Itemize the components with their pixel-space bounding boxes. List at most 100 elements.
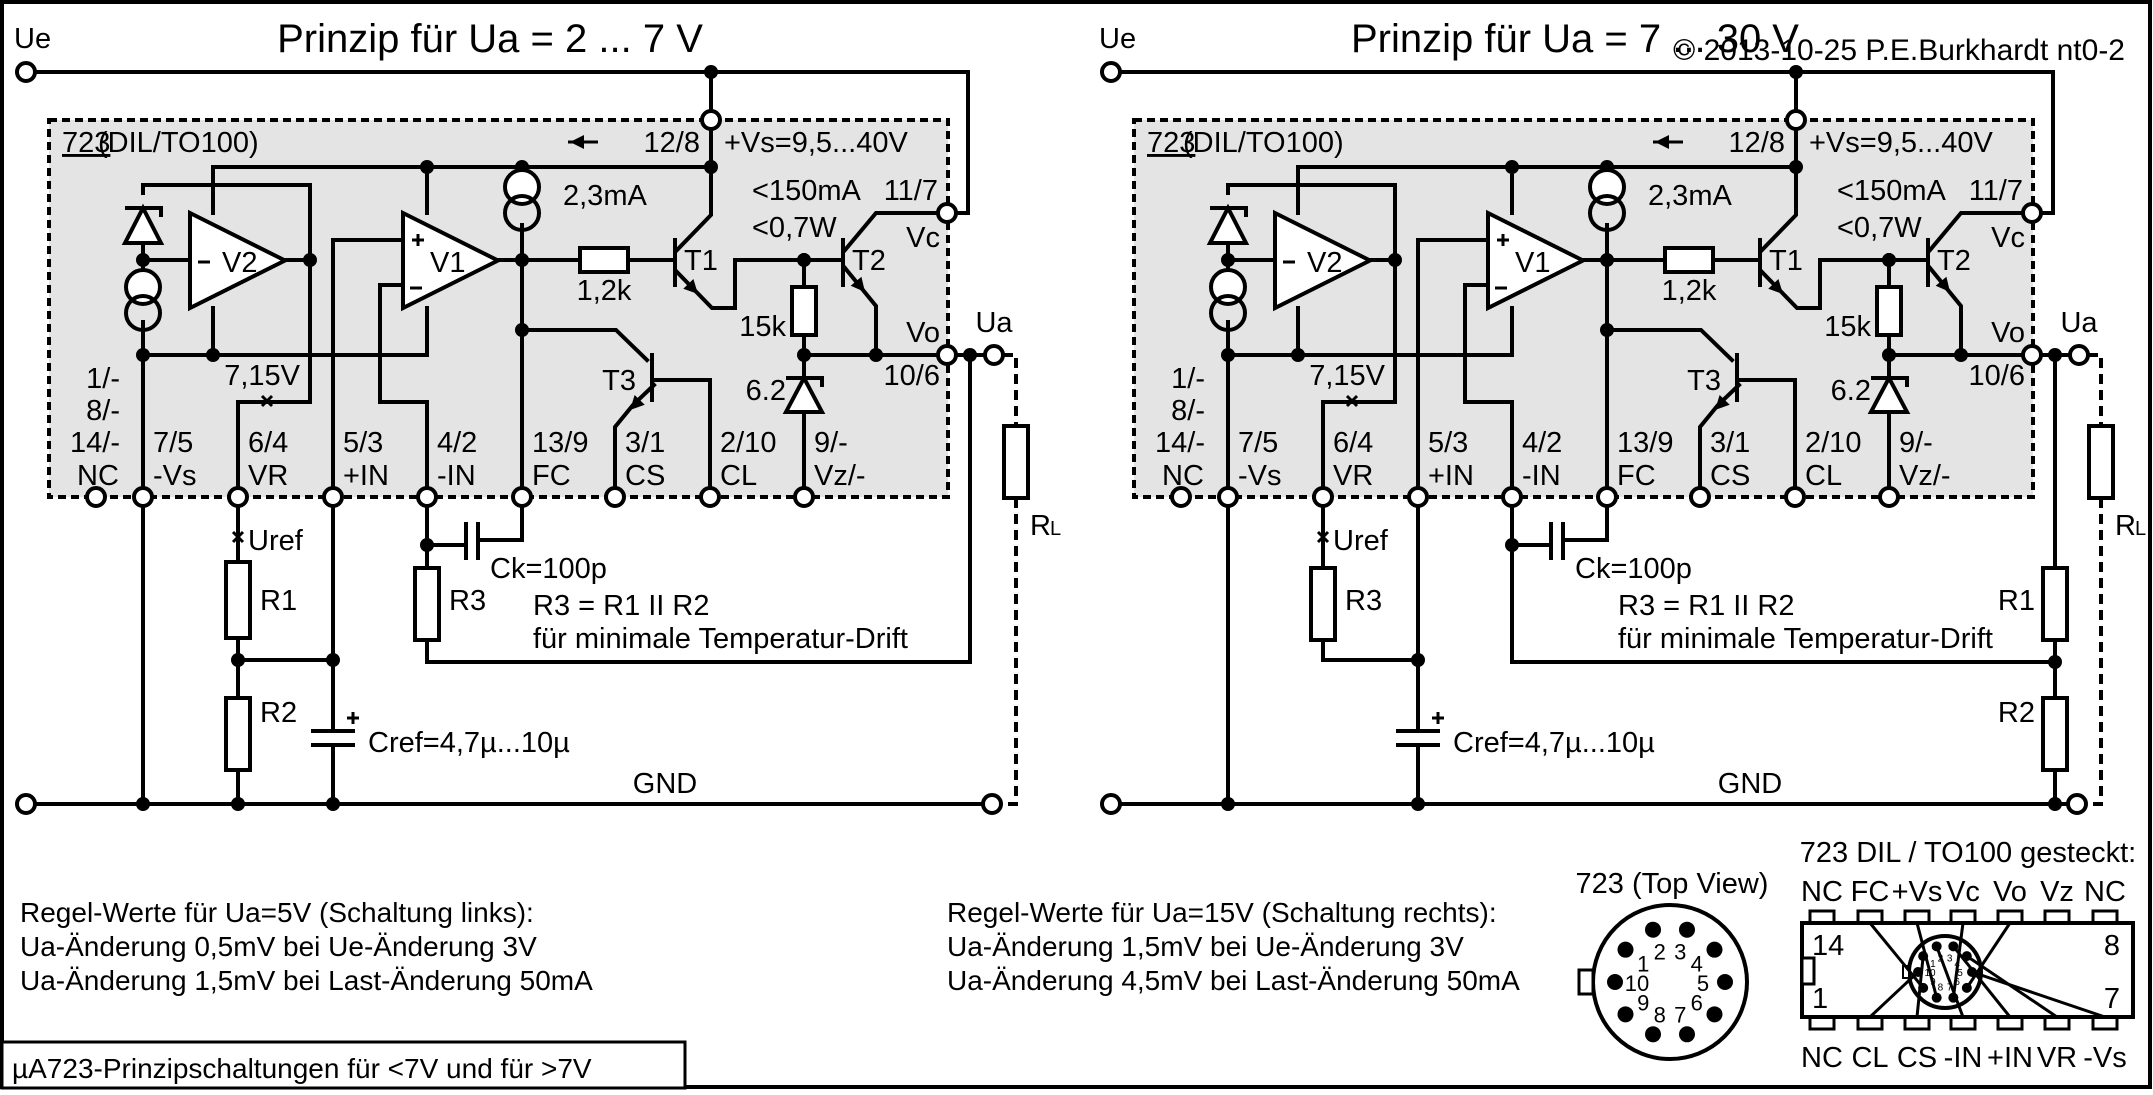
pin-name: +IN	[1428, 460, 1474, 492]
pin-name: CS	[625, 460, 665, 492]
pin-number: 9/-	[814, 427, 848, 459]
pin-supply-vs	[1785, 109, 1807, 131]
cref-label: Cref=4,7µ...10µ	[368, 727, 570, 759]
pin-cs	[1689, 486, 1711, 508]
pin-number: 3/1	[1710, 427, 1750, 459]
nc-pin-number: 8/-	[86, 395, 120, 427]
zener-bar	[1210, 206, 1248, 217]
t1-emitter-arrow-icon	[683, 279, 698, 294]
pin-number: 9/-	[1899, 427, 1933, 459]
t3-emitter-cs	[613, 382, 657, 490]
gnd-terminal-right	[981, 793, 1003, 815]
pin-number: 3/1	[625, 427, 665, 459]
circuit-title: Prinzip für Ua = 2 ... 7 V	[277, 17, 703, 61]
supply-voltage-label: +Vs=9,5...40V	[724, 127, 908, 159]
to100-pin-number: 9	[1637, 990, 1649, 1015]
pin-number: 13/9	[532, 427, 588, 459]
pin-vz	[1878, 486, 1900, 508]
plus-sign-icon	[412, 234, 424, 246]
pin-fc	[1596, 486, 1618, 508]
r2-label: R2	[1998, 697, 2035, 729]
uref-label: Uref	[1333, 525, 1389, 557]
to100-tab	[1577, 968, 1595, 996]
zener-bar	[786, 376, 824, 387]
dil-title: 723 DIL / TO100 gesteckt:	[1800, 837, 2136, 869]
r3-equation: R3 = R1 II R2	[533, 590, 710, 622]
current-source-ring	[1209, 268, 1247, 306]
vref-wire	[1226, 183, 1397, 490]
t3-collector-cl	[652, 378, 712, 490]
dil-top-pin-label: +Vs	[1892, 876, 1943, 908]
to100-pin-dot	[1717, 974, 1733, 990]
current-limit-label: <150mA	[752, 175, 861, 207]
t3-emitter-arrow-icon	[1715, 395, 1730, 410]
pin-vr	[227, 486, 249, 508]
ic-name: 723	[62, 127, 110, 159]
pin-name: CS	[1710, 460, 1750, 492]
t3-base-wire	[520, 328, 650, 363]
junction-dot	[1388, 253, 1402, 267]
gnd-terminal-left	[15, 793, 37, 815]
regel-line1-left: Ua-Änderung 0,5mV bei Ue-Änderung 3V	[20, 931, 537, 962]
pin-name: NC	[1162, 460, 1204, 492]
t3-collector-cl	[1737, 378, 1797, 490]
t1-collector	[1759, 165, 1798, 253]
pin-vo	[2021, 344, 2043, 366]
ic-package-label: (DIL/TO100)	[98, 127, 259, 159]
pin-in	[322, 486, 344, 508]
dil-bottom-pin-label: +IN	[1987, 1042, 2033, 1074]
current-arrow-icon	[570, 135, 584, 149]
r1-label: R1	[260, 585, 297, 617]
dil-bottom-pin-label: CL	[1851, 1042, 1888, 1074]
junction-dot	[1221, 797, 1235, 811]
to100-title: 723 (Top View)	[1576, 868, 1769, 900]
pin-vo	[936, 344, 958, 366]
minus-in-wire	[378, 283, 429, 490]
vc-pin-number: 11/7	[1969, 175, 2023, 207]
opamp-v1-icon	[1486, 209, 1588, 312]
to100-pin-dot	[1607, 974, 1623, 990]
dil-top-pin-label: Vc	[1946, 876, 1980, 908]
pin-nc	[85, 486, 107, 508]
zener-6-2-label: 6.2	[746, 375, 786, 407]
dil-to100-wire	[1965, 922, 2012, 989]
dil-inner-pin-dot	[1961, 951, 1972, 962]
pin-number: 5/3	[1428, 427, 1468, 459]
t1-emitter	[1759, 258, 1891, 310]
to100-pin-number: 1	[1637, 952, 1649, 977]
junction-dot	[2048, 797, 2062, 811]
current-limit-label: <150mA	[1837, 175, 1946, 207]
dil-top-pin-label: Vz	[2040, 876, 2074, 908]
rl-subscript: L	[2135, 518, 2146, 540]
vref-voltage-label: 7,15V	[1309, 360, 1385, 392]
r3-equation: R3 = R1 II R2	[1618, 590, 1795, 622]
internal-bottom-rail	[141, 306, 429, 357]
current-source-label: 2,3mA	[1648, 180, 1732, 212]
to100-pin-number: 6	[1691, 990, 1703, 1015]
r1-label: R1	[1998, 585, 2035, 617]
dil-notch	[1800, 956, 1816, 986]
load-resistor-rl	[2087, 424, 2115, 500]
transistor-t3-label: T3	[1687, 365, 1721, 397]
ue-rail	[33, 70, 970, 215]
ue-rail	[1118, 70, 2055, 215]
to100-pin-dot	[1645, 921, 1662, 938]
current-source-label: 2,3mA	[563, 180, 647, 212]
pin-number: 4/2	[1522, 427, 1562, 459]
dil-inner-pin-dot	[1948, 941, 1959, 952]
vo-pin-number: 10/6	[884, 360, 940, 392]
to100-pin-dot	[1617, 941, 1634, 958]
supply-pin-number: 12/8	[1729, 127, 1785, 159]
regel-notes-left: Regel-Werte für Ua=5V (Schaltung links):…	[20, 897, 593, 996]
pin-name: Vz/-	[1899, 460, 1951, 492]
to100-pin-dot	[1645, 1026, 1662, 1043]
caption-text: µA723-Prinzipschaltungen für <7V und für…	[12, 1053, 592, 1084]
to100-pin-number: 5	[1697, 971, 1709, 996]
junction-dot	[303, 253, 317, 267]
pin-supply-vs	[700, 109, 722, 131]
resistor-r2	[2041, 696, 2069, 772]
dil-bottom-pin-label: CS	[1897, 1042, 1937, 1074]
pin-vz	[793, 486, 815, 508]
